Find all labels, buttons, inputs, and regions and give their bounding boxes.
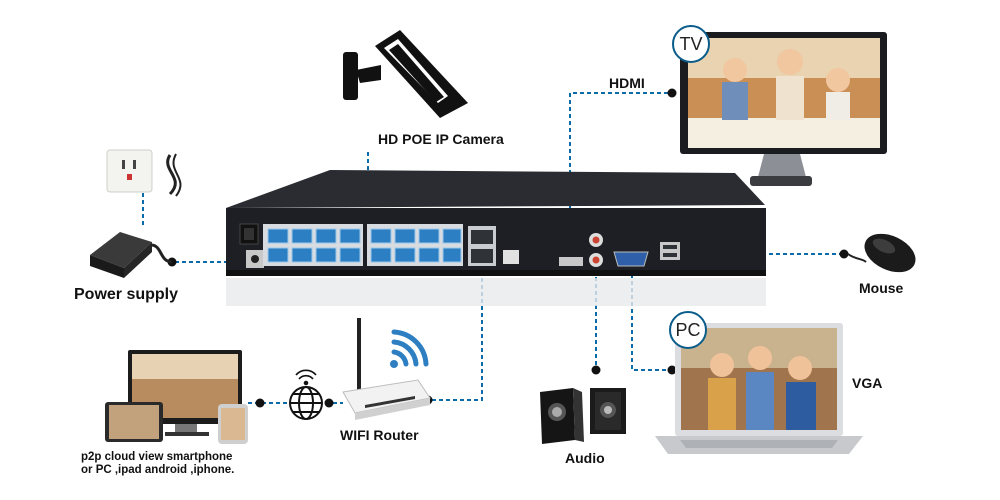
connector-dots [167, 88, 849, 408]
mouse-label: Mouse [859, 280, 904, 296]
camera-label: HD POE IP Camera [378, 131, 504, 147]
p2p-label: p2p cloud view smartphone or PC ,ipad an… [81, 451, 301, 477]
mouse-icon [847, 233, 916, 273]
globe-icon [289, 386, 323, 420]
p2p-label-line1: p2p cloud view smartphone [81, 451, 233, 463]
wifi-icon [390, 329, 429, 368]
power-outlet-icon [106, 149, 182, 197]
nvr-device [226, 170, 766, 306]
poe-ports [263, 224, 463, 266]
laptop-icon [655, 323, 863, 454]
p2p-label-line2: or PC ,ipad android ,iphone. [81, 464, 235, 476]
globe-wifi-icon [295, 369, 317, 386]
vga-connector [631, 260, 674, 371]
tv-badge: TV [672, 25, 710, 63]
pc-badge: PC [669, 311, 707, 349]
router-icon [342, 318, 431, 420]
router-label: WIFI Router [340, 427, 419, 443]
vga-label: VGA [852, 375, 883, 391]
speakers-icon [540, 388, 626, 444]
audio-label: Audio [565, 450, 605, 466]
hdmi-connector [569, 92, 672, 258]
power-adapter-icon [90, 232, 173, 278]
tv-icon [680, 32, 887, 186]
power-supply-label: Power supply [74, 286, 179, 303]
hdmi-label: HDMI [609, 75, 645, 91]
camera-icon [343, 30, 468, 118]
devices-icon [105, 350, 248, 444]
